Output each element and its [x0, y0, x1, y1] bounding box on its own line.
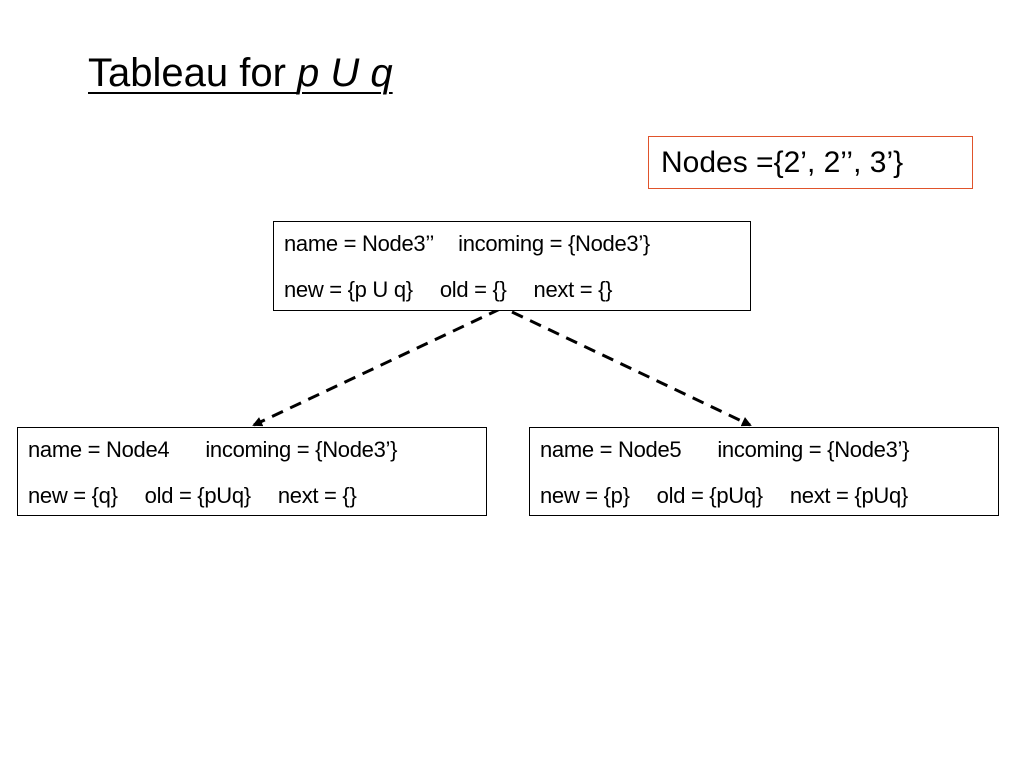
edge-root-to-left — [252, 307, 501, 427]
node-root-new: new = {p U q} — [284, 277, 413, 302]
title-prefix: Tableau for — [88, 51, 298, 95]
node-box-right: name = Node5 incoming = {Node3’} new = {p… — [529, 427, 999, 516]
node-right-line-2: new = {p} old = {pUq} next = {pUq} — [540, 483, 908, 509]
node-right-line-1: name = Node5 incoming = {Node3’} — [540, 437, 909, 463]
page-title: Tableau for p U q — [88, 50, 393, 96]
node-right-old: old = {pUq} — [656, 483, 763, 508]
node-root-line-2: new = {p U q} old = {} next = {} — [284, 277, 613, 303]
nodes-set-box: Nodes ={2’, 2’’, 3’} — [648, 136, 973, 189]
node-left-line-2: new = {q} old = {pUq} next = {} — [28, 483, 357, 509]
node-root-old: old = {} — [439, 277, 507, 302]
node-left-new: new = {q} — [28, 483, 118, 508]
node-root-next: next = {} — [533, 277, 613, 302]
node-left-old: old = {pUq} — [144, 483, 251, 508]
node-root-line-1: name = Node3’’ incoming = {Node3’} — [284, 231, 650, 257]
node-left-line-1: name = Node4 incoming = {Node3’} — [28, 437, 397, 463]
node-left-incoming: incoming = {Node3’} — [205, 437, 398, 462]
node-box-root: name = Node3’’ incoming = {Node3’} new = … — [273, 221, 751, 311]
node-right-name: name = Node5 — [540, 437, 682, 462]
node-root-incoming: incoming = {Node3’} — [458, 231, 650, 256]
title-formula: p U q — [297, 51, 393, 95]
edge-root-to-right — [511, 310, 752, 427]
node-left-next: next = {} — [277, 483, 357, 508]
node-left-name: name = Node4 — [28, 437, 170, 462]
node-root-name: name = Node3’’ — [284, 231, 435, 256]
node-right-next: next = {pUq} — [789, 483, 908, 508]
node-box-left: name = Node4 incoming = {Node3’} new = {q… — [17, 427, 487, 516]
node-right-incoming: incoming = {Node3’} — [717, 437, 910, 462]
node-right-new: new = {p} — [540, 483, 630, 508]
